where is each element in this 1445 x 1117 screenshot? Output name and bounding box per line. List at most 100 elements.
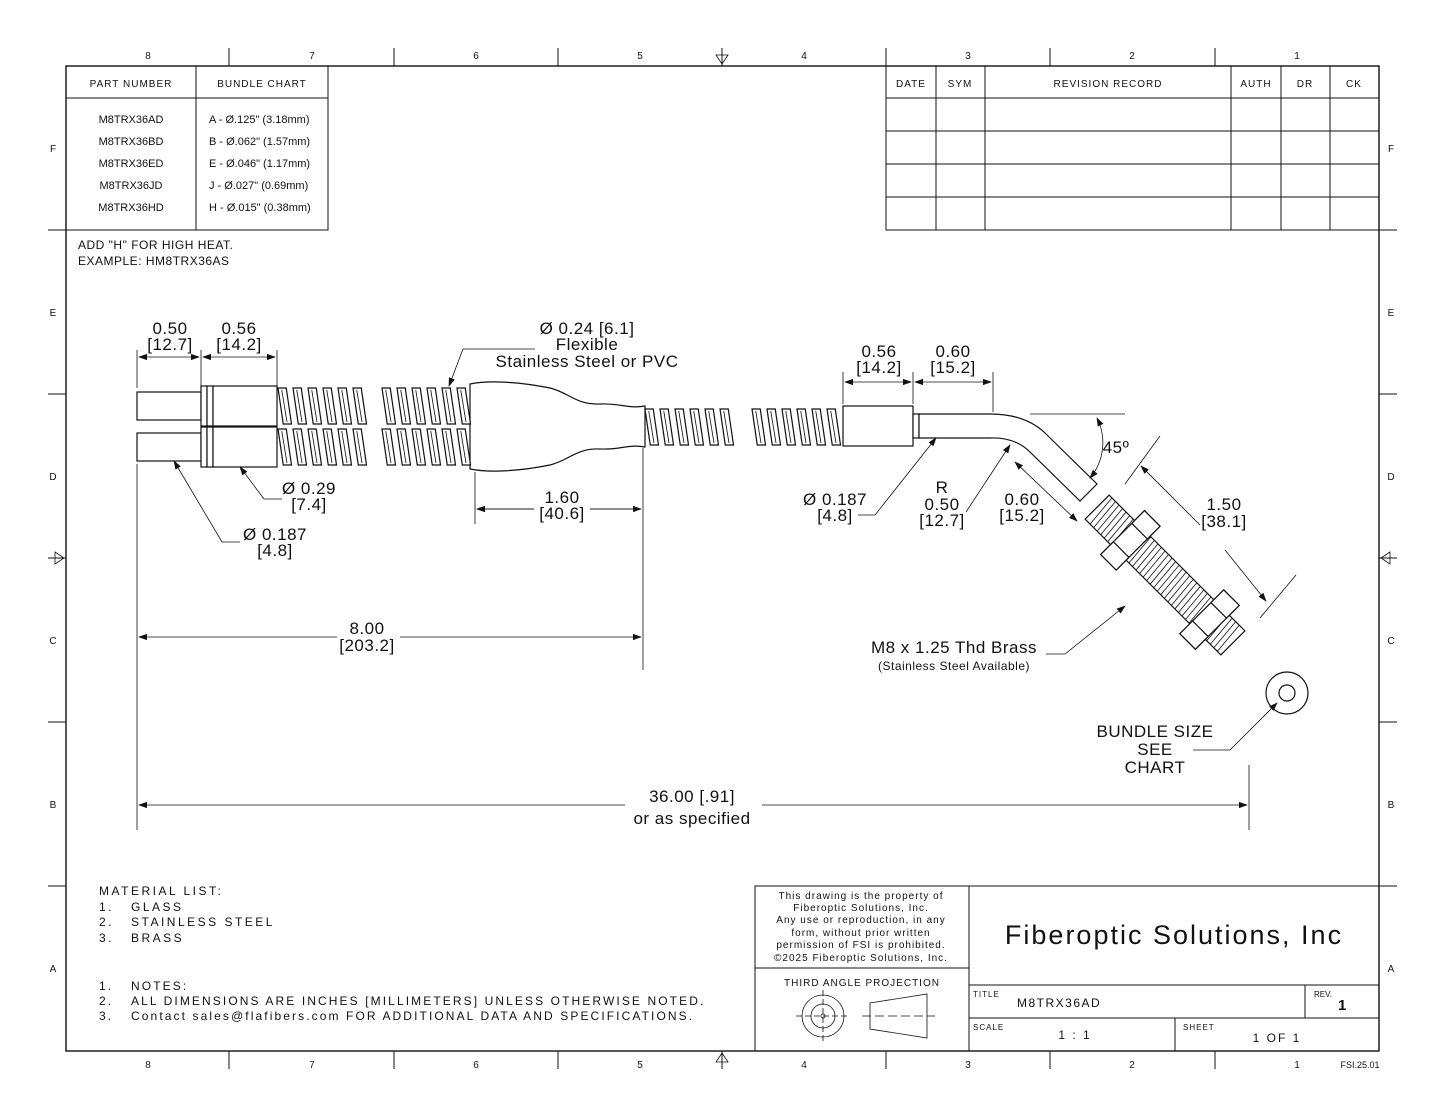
table-row-bundle: B - Ø.062" (1.57mm) bbox=[209, 136, 310, 148]
leg-length-mm: [203.2] bbox=[339, 636, 395, 655]
note-num: 1. bbox=[99, 979, 113, 993]
radius-label: R bbox=[936, 478, 949, 497]
rev-value: 1 bbox=[1338, 997, 1346, 1014]
zone-bottom-1: 1 bbox=[1294, 1060, 1300, 1071]
zone-right-C: C bbox=[1387, 636, 1394, 647]
dim-0-56-mm: [14.2] bbox=[216, 335, 262, 354]
dim-0-50-in: 0.50 bbox=[152, 319, 187, 338]
zone-bottom-4: 4 bbox=[801, 1060, 807, 1071]
ferrule-dia-in: Ø 0.187 bbox=[243, 525, 307, 544]
probe-dia-mm: [4.8] bbox=[817, 506, 853, 525]
property-line: permission of FSI is prohibited. bbox=[776, 940, 945, 951]
note-num: 3. bbox=[99, 1009, 113, 1023]
probe-tube-in: 0.60 bbox=[935, 342, 970, 361]
zone-top-3: 3 bbox=[965, 51, 971, 62]
note-num: 2. bbox=[99, 994, 113, 1008]
zone-top-7: 7 bbox=[309, 51, 315, 62]
header-revision-record: REVISION RECORD bbox=[1054, 79, 1163, 90]
center-mark-right-icon bbox=[1380, 551, 1391, 565]
material-title: MATERIAL LIST: bbox=[99, 884, 223, 898]
bundle-chart-table: PART NUMBER BUNDLE CHART M8TRX36AD M8TRX… bbox=[65, 65, 329, 231]
cable-assembly bbox=[136, 381, 1309, 715]
center-mark-left-icon bbox=[54, 551, 65, 565]
breakout-in: 1.60 bbox=[544, 488, 579, 507]
thread-label: M8 x 1.25 Thd Brass bbox=[871, 638, 1037, 657]
note-item: NOTES: bbox=[131, 979, 188, 993]
zone-bottom-3: 3 bbox=[965, 1060, 971, 1071]
header-date: DATE bbox=[896, 79, 926, 90]
material-num: 3. bbox=[99, 931, 114, 945]
zone-bottom-8: 8 bbox=[145, 1060, 151, 1071]
center-mark-bottom-icon bbox=[715, 1052, 729, 1063]
zone-labels: 8 7 6 5 4 3 2 1 8 7 6 5 4 3 2 1 F E D C … bbox=[49, 51, 1394, 1071]
zone-bottom-2: 2 bbox=[1129, 1060, 1135, 1071]
sheet-value: 1 OF 1 bbox=[1253, 1031, 1302, 1045]
center-mark-top-icon bbox=[715, 54, 729, 65]
zone-right-E: E bbox=[1388, 308, 1395, 319]
tip-dia-mm: [7.4] bbox=[291, 495, 327, 514]
sheath-label-2: Flexible bbox=[556, 335, 619, 354]
overall-length: 36.00 [.91] bbox=[649, 787, 735, 806]
breakout-body bbox=[469, 381, 646, 472]
note-item: Contact sales@flafibers.com FOR ADDITION… bbox=[131, 1009, 694, 1023]
header-sym: SYM bbox=[948, 79, 973, 90]
tip-dia-in: Ø 0.29 bbox=[282, 479, 336, 498]
zone-right-F: F bbox=[1388, 144, 1394, 155]
material-num: 2. bbox=[99, 915, 114, 929]
dimension-lines bbox=[136, 348, 1297, 830]
probe-ferrule-mm: [14.2] bbox=[856, 358, 902, 377]
scale-value: 1 : 1 bbox=[1058, 1028, 1091, 1042]
scale-label: SCALE bbox=[973, 1023, 1004, 1032]
ferrule-dia-mm: [4.8] bbox=[257, 541, 293, 560]
drawing-border bbox=[48, 48, 1397, 1069]
rev-label: REV. bbox=[1314, 990, 1332, 999]
note-item: ALL DIMENSIONS ARE INCHES [MILLIMETERS] … bbox=[131, 994, 705, 1008]
zone-top-2: 2 bbox=[1129, 51, 1135, 62]
probe-ferrule bbox=[842, 405, 914, 447]
table-row-part: M8TRX36AD bbox=[99, 114, 164, 126]
zone-left-A: A bbox=[50, 964, 57, 975]
title-label: TITLE bbox=[973, 990, 1000, 999]
title-block: This drawing is the property of Fiberopt… bbox=[754, 885, 1380, 1052]
zone-left-C: C bbox=[49, 636, 56, 647]
high-heat-line-1: ADD "H" FOR HIGH HEAT. bbox=[78, 238, 233, 252]
table-row-part: M8TRX36JD bbox=[100, 180, 163, 192]
zone-top-5: 5 bbox=[637, 51, 643, 62]
zone-top-8: 8 bbox=[145, 51, 151, 62]
company-name: Fiberoptic Solutions, Inc bbox=[1005, 920, 1343, 950]
zone-right-D: D bbox=[1387, 472, 1394, 483]
property-line: ©2025 Fiberoptic Solutions, Inc. bbox=[774, 953, 948, 964]
thread-sublabel: (Stainless Steel Available) bbox=[878, 659, 1030, 673]
zone-bottom-7: 7 bbox=[309, 1060, 315, 1071]
overall-length-note: or as specified bbox=[633, 809, 750, 828]
leg-length-in: 8.00 bbox=[349, 619, 384, 638]
header-part-number: PART NUMBER bbox=[90, 79, 173, 90]
thread-length-in: 1.50 bbox=[1206, 495, 1241, 514]
sheath-label-1: Ø 0.24 [6.1] bbox=[540, 319, 635, 338]
sheet-label: SHEET bbox=[1183, 1023, 1215, 1032]
high-heat-note: ADD "H" FOR HIGH HEAT. EXAMPLE: HM8TRX36… bbox=[78, 238, 233, 268]
zone-left-F: F bbox=[50, 144, 56, 155]
probe-ferrule-in: 0.56 bbox=[861, 342, 896, 361]
material-num: 1. bbox=[99, 900, 114, 914]
zone-left-E: E bbox=[50, 308, 57, 319]
radius-in: 0.50 bbox=[924, 495, 959, 514]
property-line: form, without prior written bbox=[791, 928, 930, 939]
threaded-section bbox=[1084, 494, 1246, 656]
sheath-label-3: Stainless Steel or PVC bbox=[496, 352, 679, 371]
left-ferrules bbox=[136, 385, 278, 468]
notes-list: 1. NOTES: 2. ALL DIMENSIONS ARE INCHES [… bbox=[99, 979, 705, 1023]
zone-top-4: 4 bbox=[801, 51, 807, 62]
dimension-text: 0.50 [12.7] 0.56 [14.2] Ø 0.24 [6.1] Fle… bbox=[147, 319, 1246, 828]
zone-left-B: B bbox=[50, 800, 57, 811]
bundle-note-1: BUNDLE SIZE bbox=[1097, 722, 1214, 741]
table-row-part: M8TRX36BD bbox=[99, 136, 164, 148]
material-item: GLASS bbox=[131, 900, 184, 914]
title-value: M8TRX36AD bbox=[1017, 996, 1101, 1010]
table-row-bundle: A - Ø.125" (3.18mm) bbox=[209, 114, 310, 126]
high-heat-line-2: EXAMPLE: HM8TRX36AS bbox=[78, 254, 230, 268]
table-row-bundle: H - Ø.015" (0.38mm) bbox=[209, 202, 311, 214]
property-line: Fiberoptic Solutions, Inc. bbox=[793, 903, 929, 914]
table-row-bundle: E - Ø.046" (1.17mm) bbox=[209, 158, 310, 170]
bundle-note-3: CHART bbox=[1125, 758, 1186, 777]
